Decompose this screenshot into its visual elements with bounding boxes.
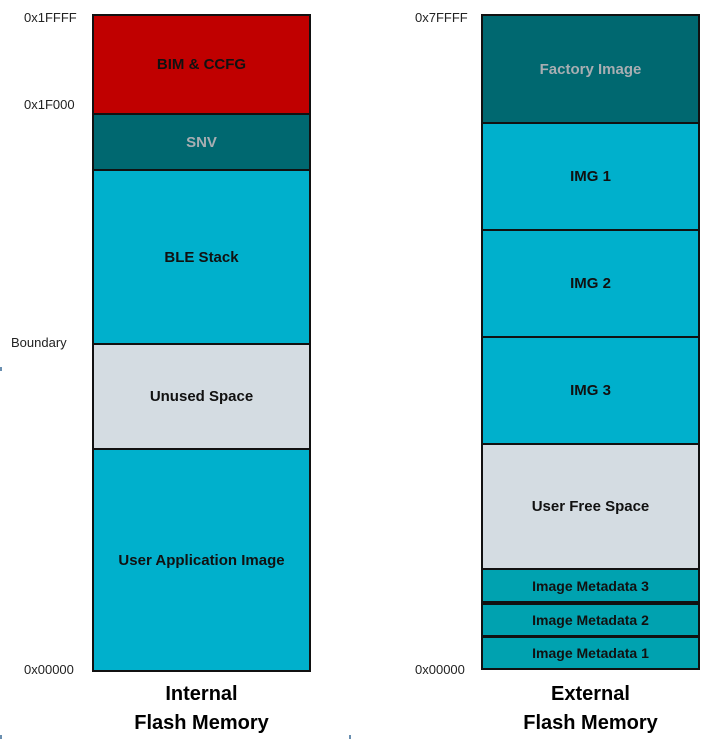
- block-image-metadata-2-label: Image Metadata 2: [532, 612, 649, 628]
- block-user-application-image-label: User Application Image: [118, 551, 285, 569]
- external-caption: External Flash Memory: [481, 680, 700, 738]
- block-img-1: IMG 1: [481, 122, 700, 231]
- block-img-3-label: IMG 3: [570, 382, 611, 399]
- external-flash-map: Factory Image IMG 1 IMG 2 IMG 3 User Fre…: [481, 14, 700, 670]
- external-caption-line2: Flash Memory: [523, 712, 658, 734]
- block-factory-image-label: Factory Image: [539, 60, 642, 78]
- block-image-metadata-2: Image Metadata 2: [481, 603, 700, 637]
- block-snv: SNV: [92, 113, 311, 171]
- internal-flash-map: BIM & CCFG SNV BLE Stack Unused Space Us…: [92, 14, 311, 672]
- internal-caption: Internal Flash Memory: [92, 680, 311, 738]
- block-ble-stack: BLE Stack: [92, 169, 311, 345]
- internal-caption-line2: Flash Memory: [134, 712, 269, 734]
- block-snv-label: SNV: [186, 133, 217, 151]
- block-ble-stack-label: BLE Stack: [164, 248, 239, 266]
- block-bim-ccfg-label: BIM & CCFG: [156, 56, 247, 73]
- internal-addr-top: 0x1FFFF: [24, 10, 77, 25]
- block-unused-space-label: Unused Space: [149, 388, 254, 405]
- internal-caption-line1: Internal: [165, 683, 238, 705]
- external-addr-top: 0x7FFFF: [415, 10, 468, 25]
- external-caption-line1: External: [551, 683, 630, 705]
- block-image-metadata-1-label: Image Metadata 1: [532, 645, 649, 661]
- external-addr-bottom: 0x00000: [415, 662, 465, 677]
- block-unused-space: Unused Space: [92, 343, 311, 450]
- edge-tick-bottom-mid: [349, 735, 351, 739]
- block-user-application-image: User Application Image: [92, 448, 311, 672]
- internal-addr-boundary: Boundary: [11, 335, 67, 350]
- block-bim-ccfg: BIM & CCFG: [92, 14, 311, 115]
- block-image-metadata-3: Image Metadata 3: [481, 568, 700, 603]
- internal-addr-1f000: 0x1F000: [24, 97, 75, 112]
- block-user-free-space-label: User Free Space: [531, 498, 650, 515]
- edge-tick-left: [0, 367, 2, 371]
- block-img-2: IMG 2: [481, 229, 700, 338]
- block-image-metadata-3-label: Image Metadata 3: [532, 577, 649, 594]
- block-image-metadata-1: Image Metadata 1: [481, 636, 700, 670]
- block-factory-image: Factory Image: [481, 14, 700, 124]
- block-img-2-label: IMG 2: [570, 275, 611, 292]
- block-img-3: IMG 3: [481, 336, 700, 445]
- internal-addr-bottom: 0x00000: [24, 662, 74, 677]
- edge-tick-bottom-left: [0, 735, 2, 739]
- block-user-free-space: User Free Space: [481, 443, 700, 570]
- block-img-1-label: IMG 1: [570, 168, 611, 185]
